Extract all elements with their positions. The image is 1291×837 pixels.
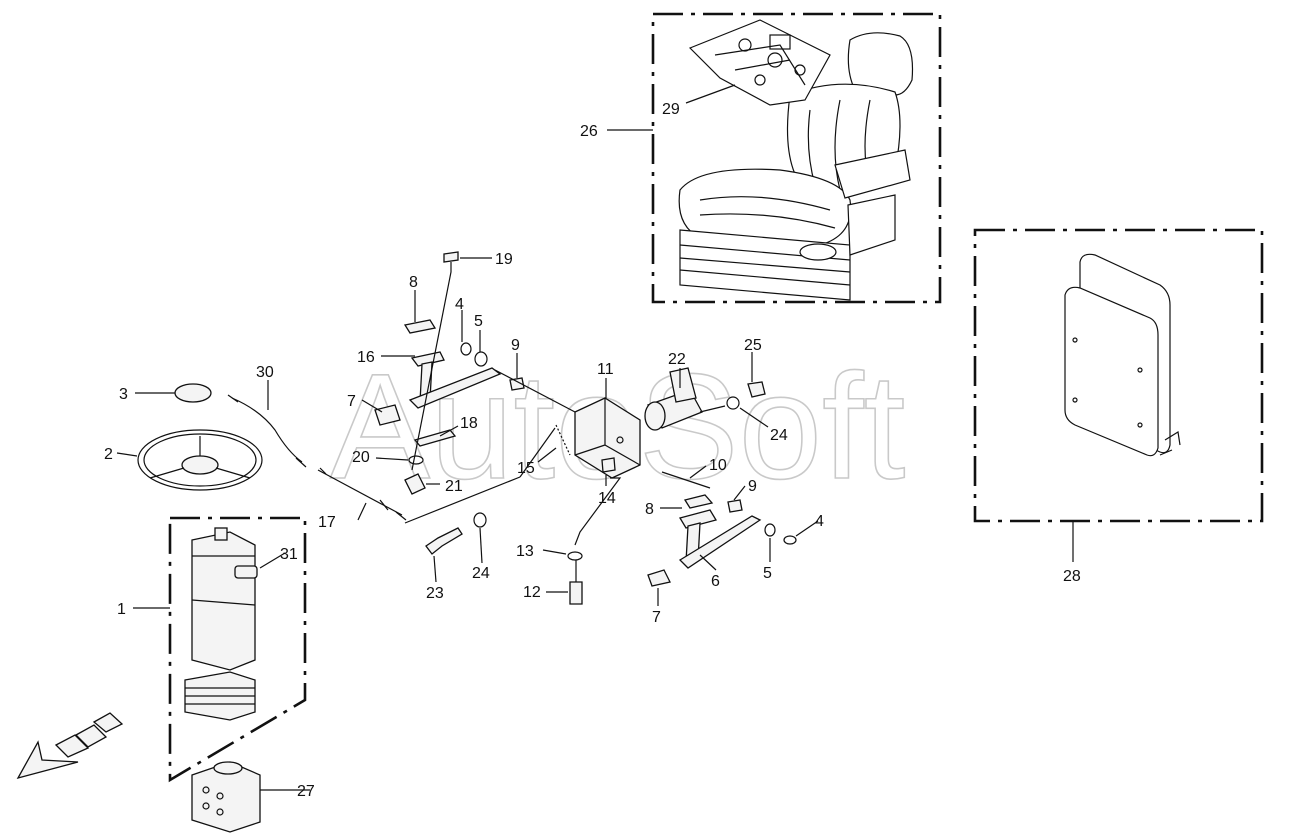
callout-8-right: 8 — [645, 501, 654, 518]
callout-24-left: 24 — [472, 565, 490, 582]
callout-24-right: 24 — [770, 427, 788, 444]
callout-6: 6 — [711, 573, 720, 590]
callout-7-bottom: 7 — [652, 609, 661, 626]
callout-10: 10 — [709, 457, 727, 474]
callout-8-top: 8 — [409, 274, 418, 291]
callout-1: 1 — [117, 601, 126, 618]
callout-29: 29 — [662, 101, 680, 118]
callout-31: 31 — [280, 546, 298, 563]
seat-group-box — [651, 12, 942, 304]
steering-column-group-box — [168, 516, 307, 783]
callout-28: 28 — [1063, 568, 1081, 585]
callout-4-top: 4 — [455, 296, 464, 313]
backrest-group-box — [973, 228, 1264, 523]
callout-11: 11 — [597, 361, 614, 378]
steering-unit — [191, 761, 261, 833]
callout-15: 15 — [517, 460, 535, 477]
callout-25: 25 — [744, 337, 762, 354]
callout-numbers: 1 2 3 4 4 5 5 6 7 7 8 8 9 9 10 11 12 13 … — [104, 101, 1081, 800]
backrest-panel — [1064, 253, 1181, 457]
callout-4-right: 4 — [815, 513, 824, 530]
steering-column — [184, 527, 258, 721]
callout-23: 23 — [426, 585, 444, 602]
callout-3: 3 — [119, 386, 128, 403]
pedal-assembly — [317, 251, 797, 605]
callout-22: 22 — [668, 351, 686, 368]
callout-5-top: 5 — [474, 313, 483, 330]
callout-12: 12 — [523, 584, 541, 601]
callout-14: 14 — [598, 490, 616, 507]
callout-21: 21 — [445, 478, 463, 495]
callout-19: 19 — [495, 251, 513, 268]
callout-16: 16 — [357, 349, 375, 366]
callout-9-top: 9 — [511, 337, 520, 354]
callout-9-right: 9 — [748, 478, 757, 495]
callout-26: 26 — [580, 123, 598, 140]
direction-arrow-icon — [16, 712, 124, 780]
callout-17: 17 — [318, 514, 336, 531]
callout-30: 30 — [256, 364, 274, 381]
callout-13: 13 — [516, 543, 534, 560]
seat-switch-plate — [688, 19, 831, 106]
horn-cable — [231, 397, 303, 463]
horn-cap — [174, 383, 212, 403]
callout-20: 20 — [352, 449, 370, 466]
steering-wheel — [137, 429, 263, 491]
callout-7-left: 7 — [347, 393, 356, 410]
callout-2: 2 — [104, 446, 113, 463]
callout-18: 18 — [460, 415, 478, 432]
callout-27: 27 — [297, 783, 315, 800]
operator-seat — [678, 32, 914, 301]
leader-lines — [116, 84, 1074, 791]
callout-5-right: 5 — [763, 565, 772, 582]
